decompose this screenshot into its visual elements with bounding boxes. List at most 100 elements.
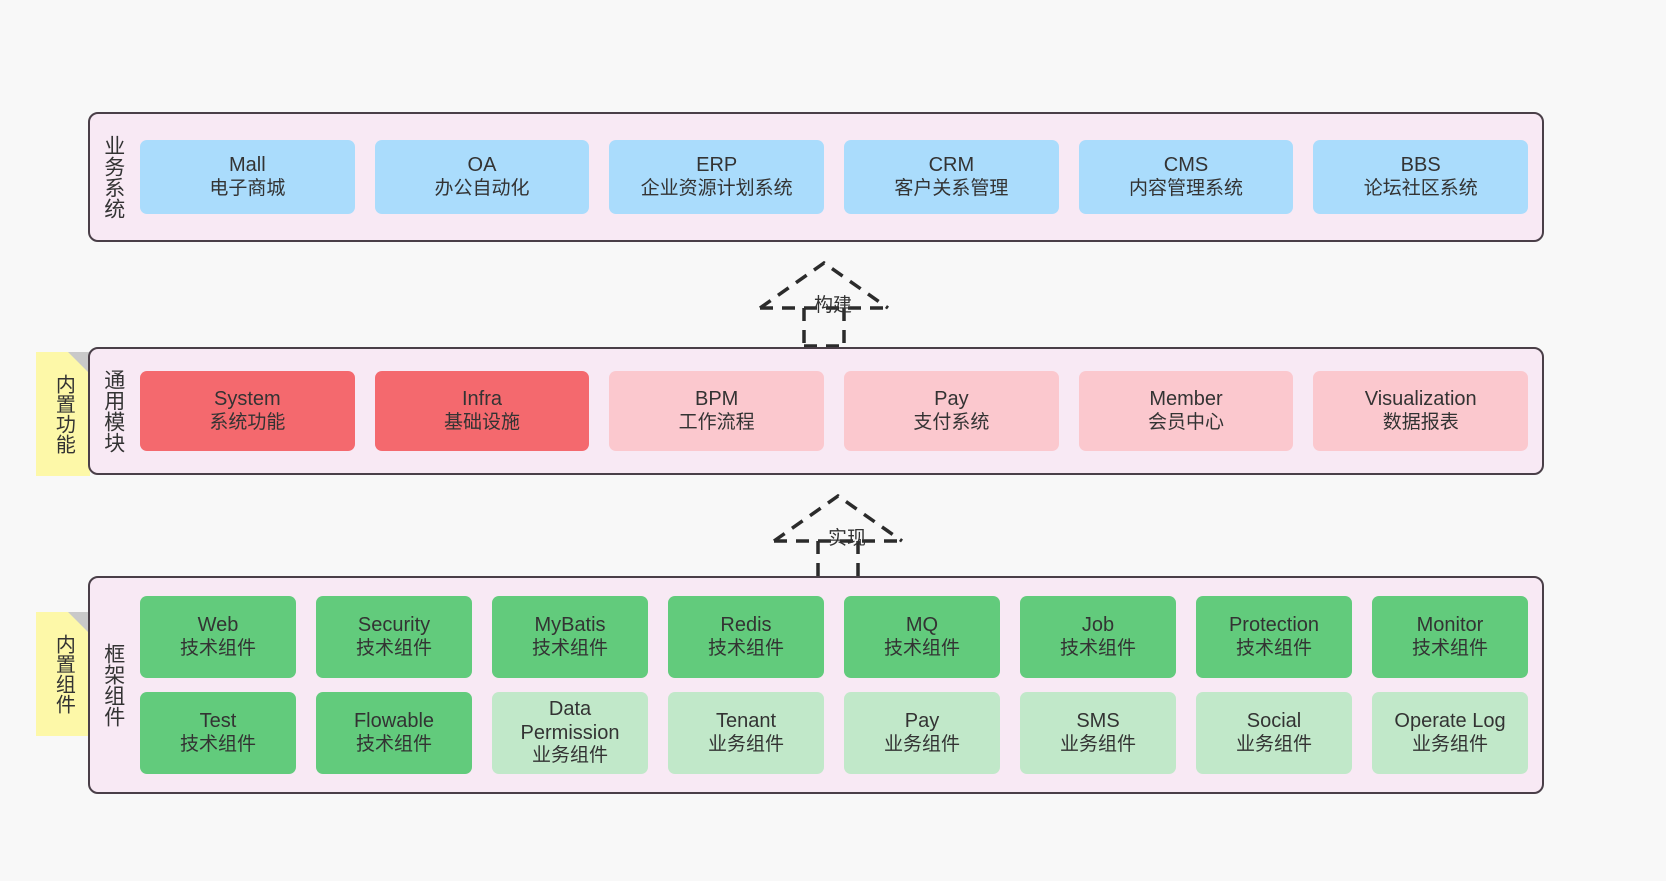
card-title-en: Infra: [461, 388, 503, 410]
card-title-en: System: [213, 388, 281, 410]
card-title-en: CRM: [928, 154, 975, 176]
card-title-cn: 技术组件: [1059, 637, 1136, 659]
card-oa[interactable]: OA 办公自动化: [374, 140, 590, 214]
card-title-en: Social: [1246, 710, 1302, 732]
card-title-cn: 业务组件: [531, 745, 608, 767]
card-title-cn: 系统功能: [209, 411, 286, 433]
card-title-cn: 技术组件: [1235, 637, 1312, 659]
card-mall[interactable]: Mall 电子商城: [140, 140, 355, 214]
card-title-cn: 技术组件: [531, 637, 608, 659]
layer-body-general-modules: System 系统功能 Infra 基础设施 BPM 工作流程 Pay 支付系统…: [136, 349, 1542, 473]
card-mybatis[interactable]: MyBatis 技术组件: [492, 596, 648, 678]
card-title-cn: 办公自动化: [434, 177, 530, 199]
card-title-cn: 业务组件: [1235, 733, 1312, 755]
card-title-en: Protection: [1228, 614, 1320, 636]
card-pay-component[interactable]: Pay 业务组件: [844, 692, 1000, 774]
card-title-en: Member: [1149, 388, 1223, 410]
layer-title-business-system: 业务系统: [101, 135, 125, 219]
card-title-cn: 业务组件: [1059, 733, 1136, 755]
card-security[interactable]: Security 技术组件: [316, 596, 472, 678]
card-title-cn: 技术组件: [1411, 637, 1488, 659]
row-tech-components: Web 技术组件 Security 技术组件 MyBatis 技术组件 Redi…: [140, 596, 1528, 678]
card-title-cn: 技术组件: [179, 637, 256, 659]
card-title-cn: 工作流程: [678, 411, 755, 433]
card-operate-log[interactable]: Operate Log 业务组件: [1372, 692, 1528, 774]
card-web[interactable]: Web 技术组件: [140, 596, 296, 678]
card-title-cn: 支付系统: [913, 411, 990, 433]
card-infra[interactable]: Infra 基础设施: [374, 371, 590, 451]
layer-general-modules: 通用模块 System 系统功能 Infra 基础设施 BPM 工作流程 Pay…: [88, 347, 1544, 475]
card-visualization[interactable]: Visualization 数据报表: [1313, 371, 1529, 451]
row-business-systems: Mall 电子商城 OA 办公自动化 ERP 企业资源计划系统 CRM 客户关系…: [140, 140, 1529, 214]
card-crm[interactable]: CRM 客户关系管理: [844, 140, 1059, 214]
card-title-en: MQ: [905, 614, 939, 636]
card-title-cn: 内容管理系统: [1129, 177, 1244, 199]
card-title-en: Web: [197, 614, 239, 636]
card-title-en: Job: [1081, 614, 1115, 636]
card-title-cn: 技术组件: [355, 733, 432, 755]
card-system[interactable]: System 系统功能: [140, 371, 355, 451]
connector-implement: 实现: [766, 491, 936, 581]
card-social[interactable]: Social 业务组件: [1196, 692, 1352, 774]
layer-body-framework-components: Web 技术组件 Security 技术组件 MyBatis 技术组件 Redi…: [136, 578, 1542, 792]
layer-title-framework-components: 框架组件: [101, 643, 125, 727]
card-data-permission[interactable]: Data Permission 业务组件: [492, 692, 648, 774]
note-builtin-function-label: 内置功能: [52, 374, 75, 454]
card-tenant[interactable]: Tenant 业务组件: [668, 692, 824, 774]
card-title-en: Data Permission: [520, 698, 620, 744]
card-title-cn: 业务组件: [883, 733, 960, 755]
card-title-cn: 论坛社区系统: [1363, 177, 1478, 199]
layer-body-business-system: Mall 电子商城 OA 办公自动化 ERP 企业资源计划系统 CRM 客户关系…: [136, 114, 1542, 240]
card-title-en: Security: [357, 614, 431, 636]
card-cms[interactable]: CMS 内容管理系统: [1078, 140, 1294, 214]
row-general-modules: System 系统功能 Infra 基础设施 BPM 工作流程 Pay 支付系统…: [140, 371, 1529, 451]
card-title-cn: 技术组件: [707, 637, 784, 659]
connector-build-arrow-icon: [758, 260, 890, 348]
note-builtin-component: 内置组件: [36, 612, 90, 736]
card-title-en: Redis: [720, 614, 772, 636]
card-title-en: Monitor: [1416, 614, 1484, 636]
card-title-en: Mall: [229, 154, 266, 176]
card-flowable[interactable]: Flowable 技术组件: [316, 692, 472, 774]
note-builtin-component-label: 内置组件: [52, 634, 75, 714]
card-member[interactable]: Member 会员中心: [1078, 371, 1294, 451]
card-redis[interactable]: Redis 技术组件: [668, 596, 824, 678]
row-business-components: Test 技术组件 Flowable 技术组件 Data Permission …: [140, 692, 1528, 774]
card-title-en: ERP: [696, 154, 738, 176]
connector-implement-arrow-icon: [772, 493, 904, 581]
card-title-cn: 技术组件: [355, 637, 432, 659]
card-title-en: SMS: [1076, 710, 1120, 732]
card-title-en: BPM: [695, 388, 739, 410]
card-erp[interactable]: ERP 企业资源计划系统: [609, 140, 825, 214]
card-title-cn: 会员中心: [1148, 411, 1225, 433]
card-title-en: CMS: [1163, 154, 1209, 176]
card-title-cn: 技术组件: [883, 637, 960, 659]
card-title-en: Test: [199, 710, 237, 732]
card-monitor[interactable]: Monitor 技术组件: [1372, 596, 1528, 678]
card-title-en: Flowable: [353, 710, 435, 732]
card-title-en: Operate Log: [1394, 710, 1506, 732]
card-bpm[interactable]: BPM 工作流程: [609, 371, 825, 451]
card-title-cn: 数据报表: [1382, 411, 1459, 433]
connector-build: 构建: [752, 258, 922, 348]
card-pay-module[interactable]: Pay 支付系统: [844, 371, 1059, 451]
note-builtin-function: 内置功能: [36, 352, 90, 476]
card-title-en: BBS: [1400, 154, 1441, 176]
card-mq[interactable]: MQ 技术组件: [844, 596, 1000, 678]
card-title-en: Visualization: [1364, 388, 1477, 410]
card-title-en: Tenant: [715, 710, 777, 732]
card-title-cn: 技术组件: [179, 733, 256, 755]
card-title-en: Pay: [934, 388, 969, 410]
card-title-cn: 客户关系管理: [894, 177, 1009, 199]
card-test[interactable]: Test 技术组件: [140, 692, 296, 774]
card-sms[interactable]: SMS 业务组件: [1020, 692, 1176, 774]
card-title-cn: 业务组件: [1411, 733, 1488, 755]
card-title-cn: 企业资源计划系统: [640, 177, 793, 199]
card-title-cn: 电子商城: [209, 177, 286, 199]
card-job[interactable]: Job 技术组件: [1020, 596, 1176, 678]
connector-implement-label: 实现: [828, 528, 867, 549]
card-protection[interactable]: Protection 技术组件: [1196, 596, 1352, 678]
card-title-en: OA: [467, 154, 497, 176]
card-bbs[interactable]: BBS 论坛社区系统: [1313, 140, 1529, 214]
